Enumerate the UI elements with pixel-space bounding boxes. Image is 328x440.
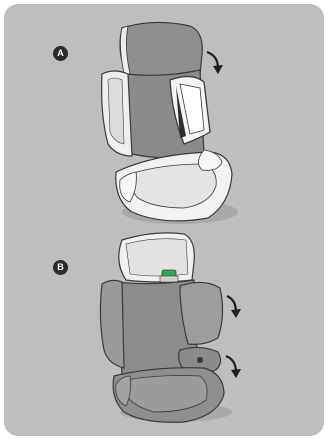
step-b-illustration	[4, 4, 324, 436]
right-side-wing-b	[180, 282, 223, 344]
curved-arrow-icon	[227, 296, 236, 312]
curved-arrow-icon	[226, 356, 236, 372]
instruction-panel: A B	[4, 4, 324, 436]
left-side-wing-b	[100, 280, 124, 368]
